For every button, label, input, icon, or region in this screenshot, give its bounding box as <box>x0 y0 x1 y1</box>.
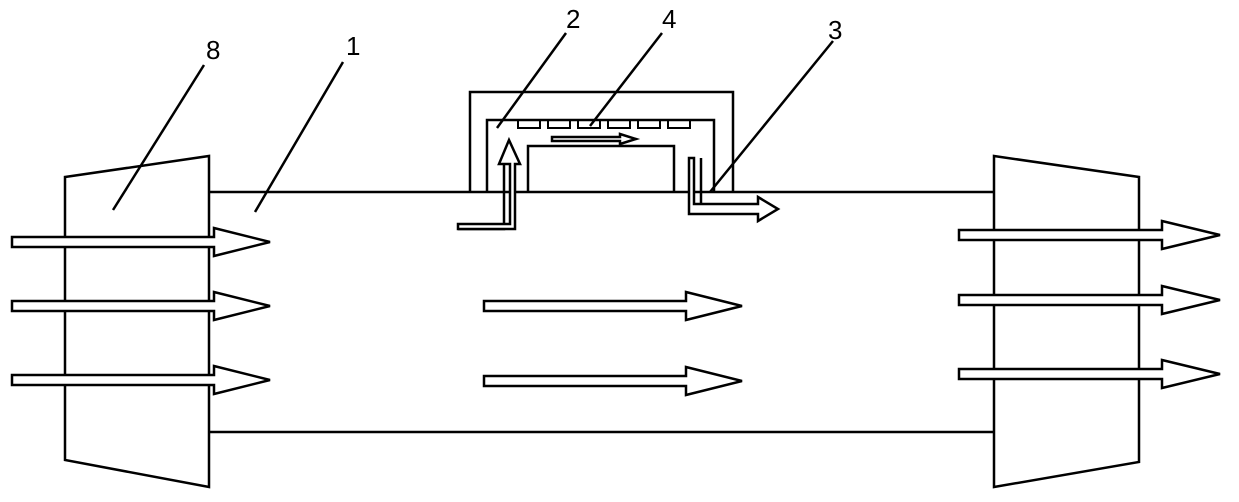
bypass-inner-arrow <box>552 134 636 144</box>
leader-line-2 <box>497 33 566 128</box>
leader-line-8 <box>113 65 204 210</box>
label-part-8: 8 <box>206 35 220 65</box>
leader-line-4 <box>590 33 662 126</box>
label-part-1: 1 <box>346 31 360 61</box>
outlet-arrow-3 <box>959 360 1220 388</box>
outlet-arrow-1 <box>959 221 1220 249</box>
middle-arrow-2 <box>484 367 742 395</box>
right-outlet-component <box>994 156 1139 487</box>
label-part-3: 3 <box>828 15 842 45</box>
inlet-arrow-3 <box>12 366 270 394</box>
label-part-2: 2 <box>566 4 580 34</box>
bypass-inlet-arrow <box>458 140 520 229</box>
outlet-flow-arrows <box>959 221 1220 388</box>
label-part-4: 4 <box>662 4 676 34</box>
leader-line-1 <box>255 62 343 212</box>
outlet-arrow-2 <box>959 286 1220 314</box>
leader-lines <box>113 33 833 212</box>
middle-flow-arrows <box>484 292 742 395</box>
left-inlet-component <box>65 156 209 487</box>
inlet-arrow-2 <box>12 292 270 320</box>
inlet-arrow-1 <box>12 228 270 256</box>
middle-arrow-1 <box>484 292 742 320</box>
leader-line-3 <box>710 41 833 192</box>
inlet-flow-arrows <box>12 228 270 394</box>
